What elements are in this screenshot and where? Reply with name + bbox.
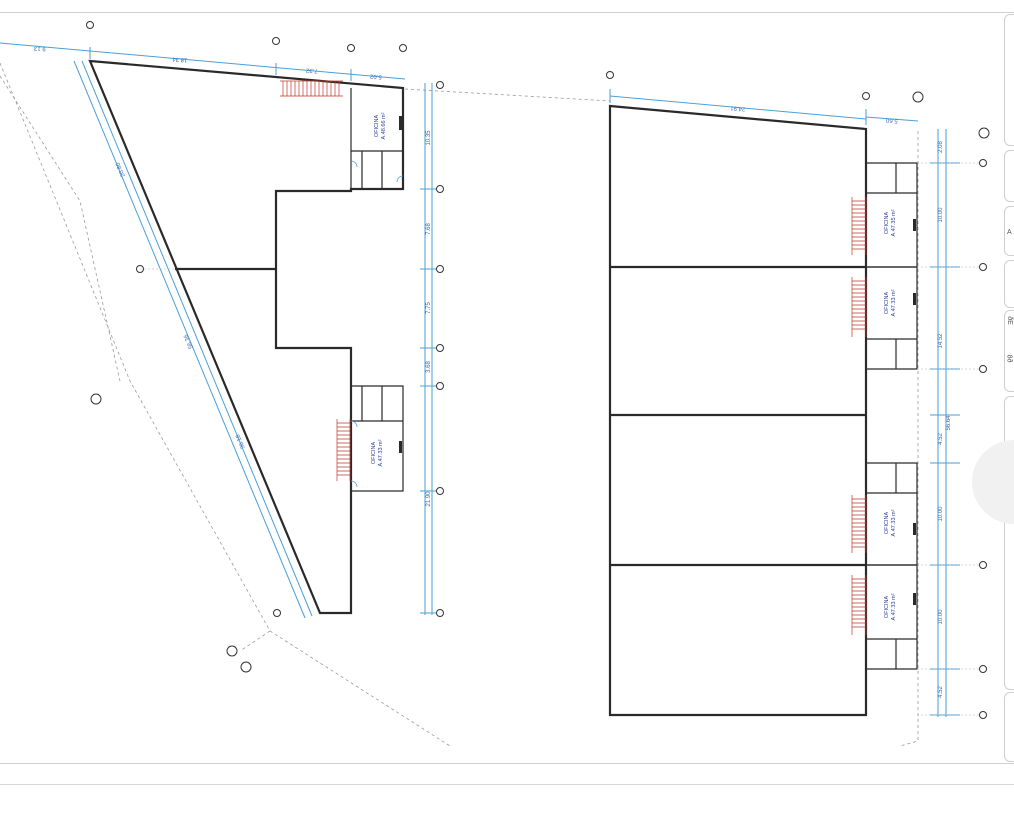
left-dim-6: 7.68	[426, 223, 432, 235]
right-room-1-label: OFICINA	[884, 212, 890, 235]
right-grid-markers	[606, 71, 990, 719]
right-dim-3: 2.08	[938, 141, 944, 153]
right-room-1-area: A.47.35 m²	[891, 209, 897, 236]
side-panel-tab-7[interactable]	[1004, 692, 1014, 762]
right-room-4-label: OFICINA	[884, 596, 890, 619]
right-dim-9: 4.52	[938, 686, 944, 698]
right-dim-8: 10.00	[938, 609, 944, 625]
drawing-sheet: OFICINA A.48.66 m² OFICINA A.47.33 m² 9.…	[0, 12, 1014, 764]
right-dim-2: 5.60	[885, 116, 898, 123]
left-grid-markers	[86, 21, 444, 673]
stair-lower	[336, 419, 351, 481]
side-panel-glyph-3: 8ð	[1005, 354, 1013, 363]
left-dimensions: 9.13 18.34 7.32 5.02 10.35 7.68 7.75 3.6…	[0, 42, 437, 619]
right-building: OFICINA A.47.35 m² OFICINA A.47.33 m² OF…	[608, 104, 918, 717]
left-dim-12: 36.18	[235, 433, 247, 450]
bottom-divider	[0, 784, 1014, 785]
left-dim-8: 3.68	[426, 361, 432, 373]
side-panel-tab-5[interactable]: ðE 8ð	[1004, 310, 1014, 392]
right-room-3-area: A.47.33 m²	[891, 509, 897, 536]
floor-plan-canvas: OFICINA A.48.66 m² OFICINA A.47.33 m² 9.…	[0, 21, 990, 747]
right-dim-10: 56.64	[946, 415, 952, 431]
left-room-1-area: A.48.66 m²	[381, 112, 387, 139]
right-dim-4: 10.00	[938, 207, 944, 223]
left-dim-3: 7.32	[305, 67, 318, 74]
left-room-2-area: A.47.33 m²	[378, 439, 384, 466]
left-dim-2: 18.34	[172, 55, 188, 62]
stair-top	[280, 80, 343, 97]
side-panel-glyph-1: A	[1007, 229, 1012, 236]
side-panel-tab-1[interactable]	[1004, 14, 1014, 146]
right-room-2-label: OFICINA	[884, 292, 890, 315]
side-panel-glyph-2: ðE	[1005, 316, 1013, 325]
left-dim-5: 10.35	[426, 130, 432, 146]
left-room-1-label: OFICINA	[374, 115, 380, 138]
property-lines	[0, 62, 919, 747]
left-building: OFICINA A.48.66 m² OFICINA A.47.33 m²	[88, 59, 405, 615]
right-room-3-label: OFICINA	[884, 512, 890, 535]
left-room-2-label: OFICINA	[371, 442, 377, 465]
side-panel-tab-6[interactable]	[1004, 396, 1014, 690]
side-panel-tab-3[interactable]: A	[1004, 206, 1014, 256]
left-dim-1: 9.13	[33, 45, 46, 52]
right-stairs	[851, 197, 867, 635]
right-dim-6: 4.52	[938, 433, 944, 445]
left-dim-9: 21.90	[426, 491, 432, 507]
right-dim-7: 10.00	[938, 506, 944, 522]
right-room-2-area: A.47.33 m²	[891, 289, 897, 316]
right-dim-5: 14.52	[938, 333, 944, 349]
left-dim-11: 56.36	[183, 333, 195, 350]
right-dim-1: 24.91	[730, 104, 746, 111]
right-dimensions: 24.91 5.60 2.08 10.00 14.52 4.52 10.00 1…	[609, 89, 960, 717]
side-panel-tab-4[interactable]	[1004, 260, 1014, 308]
left-dim-7: 7.75	[426, 302, 432, 314]
left-dim-4: 5.02	[369, 73, 382, 80]
left-dim-10: 20.80	[115, 161, 127, 178]
right-room-4-area: A.47.33 m²	[891, 593, 897, 620]
side-panel-tab-2[interactable]	[1004, 150, 1014, 202]
